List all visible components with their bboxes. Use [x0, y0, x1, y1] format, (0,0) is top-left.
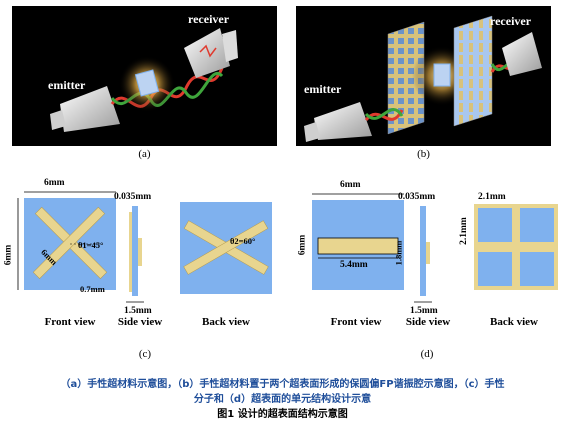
c-view-back: Back view — [202, 316, 250, 328]
c-front-arm-width: 0.7mm — [80, 284, 105, 294]
receiver-label: receiver — [490, 14, 532, 28]
panel-c: 6mm 6mm θ1=45° 6mm 0.7mm 0.035mm 1.5mm θ… — [0, 178, 290, 378]
c-view-front: Front view — [44, 316, 96, 328]
c-view-side: Side view — [117, 316, 163, 328]
c-front-view-drawing — [17, 191, 116, 290]
c-side-substrate: 1.5mm — [124, 306, 152, 316]
metamaterial-block — [433, 63, 451, 87]
caption-line-2: 分子和（d）超表面的单元结构设计示意 — [193, 394, 372, 405]
panel-d-tag: (d) — [420, 348, 434, 360]
d-back-view-drawing — [474, 204, 558, 290]
scene-a: emitter receiver — [12, 6, 277, 146]
scene-b: emitter receiver — [296, 6, 551, 146]
receiver-horn — [184, 28, 230, 78]
caption-line-1: （a）手性超材料示意图，（b）手性超材料置于两个超表面形成的保圆偏FP谐振腔示意… — [60, 379, 505, 390]
receiver-label: receiver — [188, 12, 230, 26]
emitter-horn — [314, 102, 372, 140]
c-side-view-drawing — [126, 206, 144, 303]
d-side-top: 0.035mm — [398, 192, 436, 202]
panel-b-tag: (b) — [417, 148, 430, 160]
d-view-side: Side view — [405, 316, 451, 328]
emitter-label: emitter — [48, 78, 86, 92]
panel-a-tag: (a) — [138, 148, 151, 160]
c-side-top: 0.035mm — [114, 192, 152, 202]
d-front-height: 6mm — [297, 234, 308, 256]
panel-b: emitter receiver (b) — [296, 6, 551, 160]
emitter-label: emitter — [304, 82, 342, 96]
scene-a-illustration — [50, 28, 238, 132]
d-view-front: Front view — [330, 316, 382, 328]
panel-c-tag: (c) — [138, 348, 152, 360]
d-side-height: 1.8mm — [393, 240, 404, 266]
metasurface-right — [453, 15, 493, 127]
c-back-angle: θ2=60° — [230, 236, 256, 246]
d-front-width: 6mm — [340, 180, 361, 190]
d-view-back: Back view — [490, 316, 538, 328]
metamaterial-block — [134, 69, 160, 97]
panel-a: emitter receiver (a) — [12, 6, 277, 160]
scene-b-illustration — [304, 15, 542, 142]
d-side-view-drawing — [414, 206, 432, 303]
d-back-cell-h: 2.1mm — [458, 217, 469, 245]
figure-title: 图1 设计的超表面结构示意图 — [217, 409, 348, 420]
d-side-substrate: 1.5mm — [410, 306, 438, 316]
emitter-horn — [60, 86, 120, 132]
panel-d: 6mm 6mm 5.4mm 0.035mm 1.8mm 1.5mm 2.1mm … — [292, 178, 562, 378]
d-back-cell-w: 2.1mm — [478, 192, 506, 202]
metasurface-left — [387, 21, 425, 135]
d-front-strip: 5.4mm — [340, 260, 368, 270]
d-front-view-drawing — [312, 193, 404, 290]
c-front-angle: θ1=45° — [78, 240, 104, 250]
c-back-view-drawing — [180, 202, 272, 294]
receiver-horn — [502, 32, 542, 76]
c-front-width: 6mm — [44, 178, 65, 188]
